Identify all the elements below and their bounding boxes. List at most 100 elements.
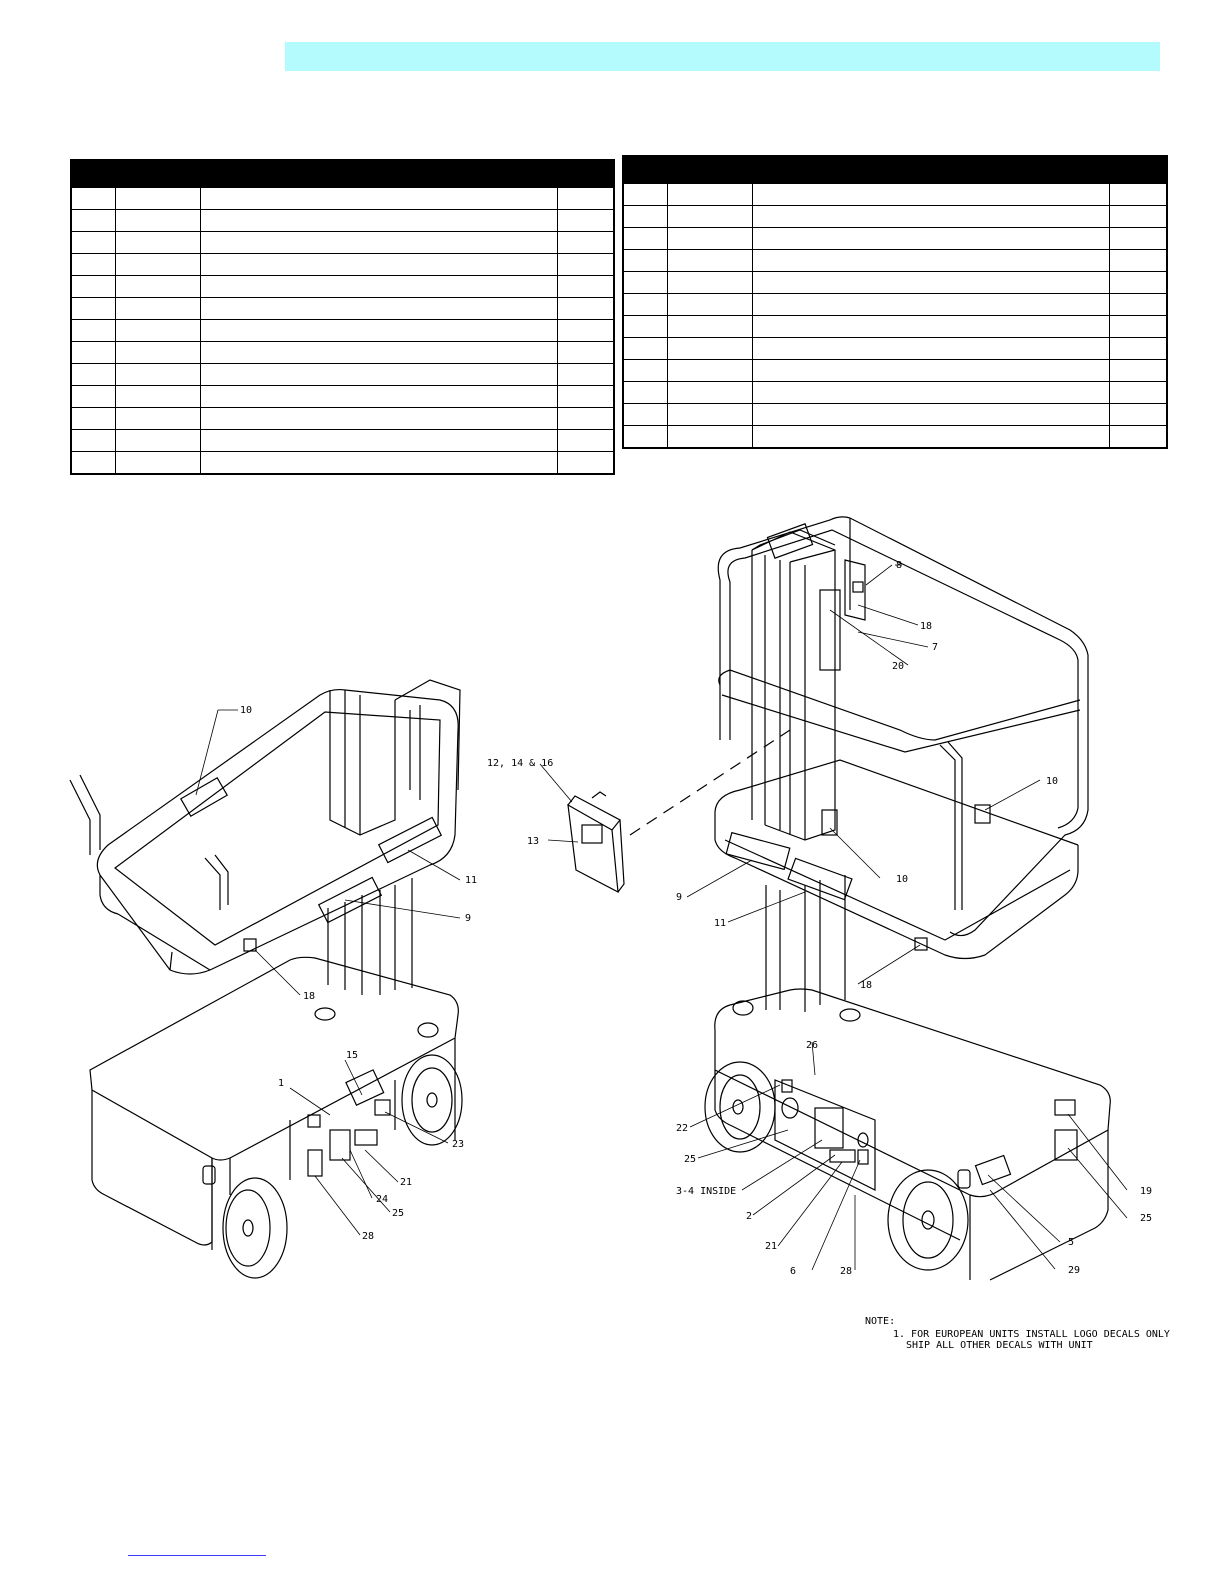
table-cell bbox=[556, 253, 615, 276]
table-cell bbox=[751, 227, 1110, 250]
table-cell bbox=[199, 407, 558, 430]
callout-10: 10 bbox=[896, 874, 908, 885]
table-row bbox=[622, 359, 1168, 382]
table-cell bbox=[1108, 271, 1168, 294]
table-cell bbox=[556, 363, 615, 386]
table-cell bbox=[751, 271, 1110, 294]
table-cell bbox=[1108, 337, 1168, 360]
callout-1: 1 bbox=[278, 1078, 284, 1089]
header-part-number bbox=[115, 160, 200, 188]
table-cell bbox=[70, 209, 116, 232]
header-item bbox=[623, 156, 667, 184]
table-cell bbox=[622, 403, 668, 426]
table-cell bbox=[622, 271, 668, 294]
table-cell bbox=[199, 253, 558, 276]
table-cell bbox=[751, 205, 1110, 228]
table-cell bbox=[556, 231, 615, 254]
header-qty bbox=[557, 160, 614, 188]
table-cell bbox=[666, 315, 753, 338]
table-cell bbox=[751, 337, 1110, 360]
callout-8: 8 bbox=[896, 560, 902, 571]
callout-2: 2 bbox=[746, 1211, 752, 1222]
table-cell bbox=[556, 341, 615, 364]
note-line-1: 1. FOR EUROPEAN UNITS INSTALL LOGO DECAL… bbox=[893, 1329, 1170, 1340]
table-cell bbox=[70, 429, 116, 452]
callout-13: 13 bbox=[527, 836, 539, 847]
table-cell bbox=[114, 231, 201, 254]
left-base bbox=[89, 956, 463, 1279]
table-cell bbox=[199, 385, 558, 408]
callout-5: 5 bbox=[1068, 1237, 1074, 1248]
table-cell bbox=[666, 249, 753, 272]
table-cell bbox=[114, 451, 201, 475]
note-title: NOTE: bbox=[865, 1316, 895, 1327]
table-row bbox=[70, 253, 615, 276]
table-cell bbox=[751, 359, 1110, 382]
table-row bbox=[622, 227, 1168, 250]
table-cell bbox=[622, 337, 668, 360]
table-row bbox=[70, 385, 615, 408]
left-platform bbox=[69, 679, 461, 975]
footer-link-rule bbox=[128, 1555, 266, 1556]
right-platform bbox=[714, 759, 1079, 960]
callout-18: 18 bbox=[920, 621, 932, 632]
callout-23: 23 bbox=[452, 1139, 464, 1150]
right-base bbox=[704, 988, 1111, 1281]
table-row bbox=[622, 183, 1168, 206]
callout-7: 7 bbox=[932, 642, 938, 653]
table-cell bbox=[70, 231, 116, 254]
callout-18: 18 bbox=[303, 991, 315, 1002]
table-cell bbox=[622, 359, 668, 382]
table-cell bbox=[556, 209, 615, 232]
callout-9: 9 bbox=[676, 892, 682, 903]
table-cell bbox=[622, 249, 668, 272]
table-cell bbox=[556, 407, 615, 430]
table-cell bbox=[622, 293, 668, 316]
callout-21: 21 bbox=[765, 1241, 777, 1252]
callout-20: 20 bbox=[892, 661, 904, 672]
table-cell bbox=[1108, 315, 1168, 338]
callout-10: 10 bbox=[1046, 776, 1058, 787]
table-cell bbox=[114, 341, 201, 364]
table-cell bbox=[114, 363, 201, 386]
manual-case bbox=[567, 729, 791, 894]
table-cell bbox=[1108, 183, 1168, 206]
table-header-row bbox=[71, 160, 614, 188]
table-cell bbox=[751, 183, 1110, 206]
header-part-number bbox=[667, 156, 752, 184]
table-cell bbox=[666, 227, 753, 250]
table-cell bbox=[1108, 293, 1168, 316]
table-cell bbox=[199, 297, 558, 320]
table-cell bbox=[114, 297, 201, 320]
table-cell bbox=[114, 407, 201, 430]
callout-21: 21 bbox=[400, 1177, 412, 1188]
table-cell bbox=[114, 253, 201, 276]
decal-location-drawing: 10 11 9 18 15 1 23 21 24 25 28 12, 14 & … bbox=[69, 516, 1170, 1351]
callout-24: 24 bbox=[376, 1194, 388, 1205]
callout-26: 26 bbox=[806, 1040, 818, 1051]
table-cell bbox=[666, 205, 753, 228]
header-banner bbox=[285, 42, 1160, 71]
table-body bbox=[622, 183, 1168, 449]
table-cell bbox=[114, 209, 201, 232]
table-row bbox=[622, 249, 1168, 272]
table-row bbox=[622, 403, 1168, 426]
table-cell bbox=[556, 319, 615, 342]
table-cell bbox=[70, 275, 116, 298]
table-cell bbox=[666, 381, 753, 404]
table-cell bbox=[114, 385, 201, 408]
table-row bbox=[622, 315, 1168, 338]
table-cell bbox=[751, 425, 1110, 449]
table-cell bbox=[622, 183, 668, 206]
table-cell bbox=[666, 359, 753, 382]
table-row bbox=[70, 187, 615, 210]
table-cell bbox=[666, 183, 753, 206]
callout-19: 19 bbox=[1140, 1186, 1152, 1197]
table-row bbox=[622, 271, 1168, 294]
callout-22: 22 bbox=[676, 1123, 688, 1134]
table-cell bbox=[556, 297, 615, 320]
leader-lines bbox=[195, 564, 1128, 1271]
callout-25: 25 bbox=[684, 1154, 696, 1165]
table-cell bbox=[1108, 403, 1168, 426]
table-row bbox=[70, 363, 615, 386]
